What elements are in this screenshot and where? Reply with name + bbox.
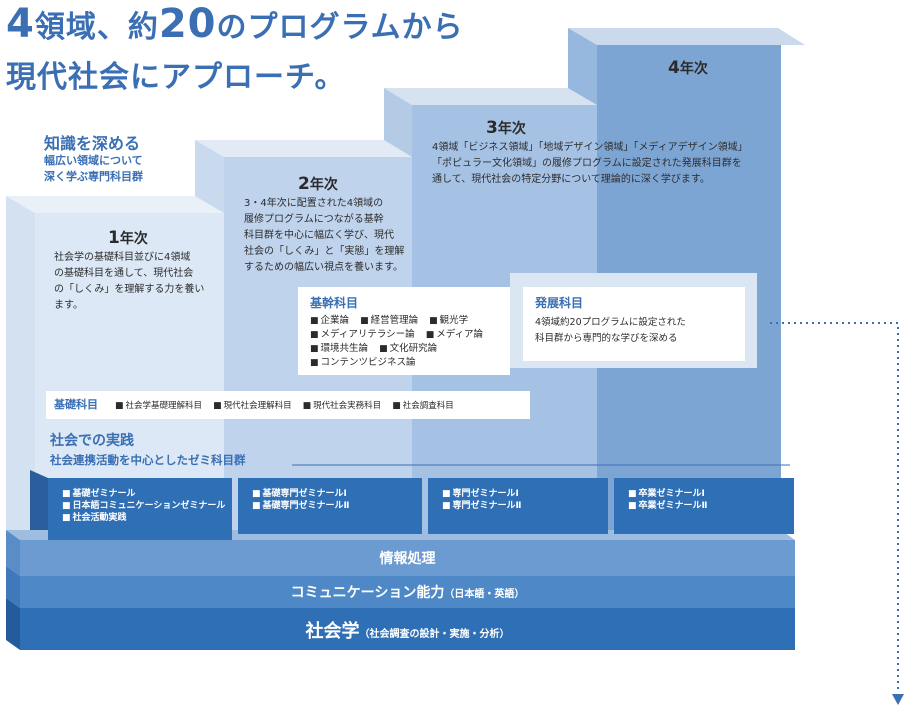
bar1-front	[20, 540, 795, 576]
knowledge-heading: 知識を深める	[44, 134, 141, 153]
knowledge-sub2: 深く学ぶ専門科目群	[44, 170, 143, 183]
year1-desc: 社会学の基礎科目並びに4領域 の基礎科目を通して、現代社会 の「しくみ」を理解す…	[54, 252, 205, 311]
step4-top	[568, 28, 805, 45]
hatten-panel: 発展科目 4領域約20プログラムに設定された 科目群から専門的な学びを深める	[523, 287, 745, 361]
kiso-item: 現代社会理解科目	[223, 401, 292, 411]
bar2-front	[20, 576, 795, 608]
year3-desc: 4領域「ビジネス領域」「地域デザイン領域」「メディアデザイン領域」 「ポピュラー…	[432, 142, 748, 185]
bar3-side	[6, 598, 20, 650]
kiso-panel: 基礎科目 ■社会学基礎理解科目 ■現代社会理解科目 ■現代社会実務科目 ■社会調…	[46, 391, 530, 419]
arrow-head-icon	[892, 694, 904, 705]
year4-label: 4年次	[668, 58, 708, 78]
kikan-row: ■企業論 ■経営管理論 ■観光学	[310, 315, 469, 326]
kiso-item: 社会調査科目	[402, 401, 454, 411]
practice-heading: 社会での実践	[50, 433, 134, 449]
kikan-title: 基幹科目	[310, 296, 359, 310]
year2-desc: 3・4年次に配置された4領域の 履修プログラムにつながる基幹 科目群を中心に幅広…	[244, 198, 405, 273]
step3-top	[384, 88, 597, 105]
year3-label: 3年次	[486, 118, 526, 138]
hatten-title: 発展科目	[535, 296, 584, 310]
kiso-item: 現代社会実務科目	[313, 401, 382, 411]
seminar-strip-side	[30, 470, 48, 540]
step2-top	[195, 140, 412, 157]
year2-label: 2年次	[298, 174, 338, 194]
kikan-row: ■メディアリテラシー論 ■メディア論	[310, 329, 484, 340]
year1-label: 1年次	[108, 228, 148, 248]
kiso-title: 基礎科目	[54, 398, 98, 411]
kikan-panel: 基幹科目 ■企業論 ■経営管理論 ■観光学 ■メディアリテラシー論 ■メディア論…	[298, 287, 510, 375]
seminar-box-3: ■専門ゼミナールⅠ ■専門ゼミナールⅡ	[428, 478, 608, 534]
kikan-row: ■環境共生論 ■文化研究論	[310, 343, 438, 354]
seminar-box-2: ■基礎専門ゼミナールⅠ ■基礎専門ゼミナールⅡ	[238, 478, 422, 534]
page-title-line2: 現代社会にアプローチ。	[6, 60, 346, 95]
hatten-desc: 4領域約20プログラムに設定された 科目群から専門的な学びを深める	[535, 317, 686, 344]
practice-sub: 社会連携活動を中心としたゼミ科目群	[50, 453, 246, 467]
bar2-side	[6, 566, 20, 608]
seminar-box-1: ■基礎ゼミナール ■日本語コミュニケーションゼミナール ■社会活動実践	[48, 478, 232, 540]
kiso-item: 社会学基礎理解科目	[125, 401, 203, 411]
page-title-line1: 4領域、約20のプログラムから	[6, 1, 464, 47]
seminar-box-4: ■卒業ゼミナールⅠ ■卒業ゼミナールⅡ	[614, 478, 794, 534]
step1-side	[6, 196, 35, 545]
bar3-front	[20, 608, 795, 650]
kikan-row: ■コンテンツビジネス論	[310, 357, 416, 368]
bar2-label: コミュニケーション能力（日本語・英語）	[290, 585, 525, 601]
bar3-label: 社会学（社会調査の設計・実施・分析）	[305, 621, 510, 642]
bar1-side	[6, 530, 20, 576]
bar1-label: 情報処理	[379, 551, 436, 567]
dotted-arrow-line	[770, 322, 899, 692]
kikan-list: ■企業論 ■経営管理論 ■観光学 ■メディアリテラシー論 ■メディア論 ■環境共…	[310, 314, 483, 370]
knowledge-sub1: 幅広い領域について	[44, 154, 143, 167]
step1-top	[6, 196, 224, 213]
